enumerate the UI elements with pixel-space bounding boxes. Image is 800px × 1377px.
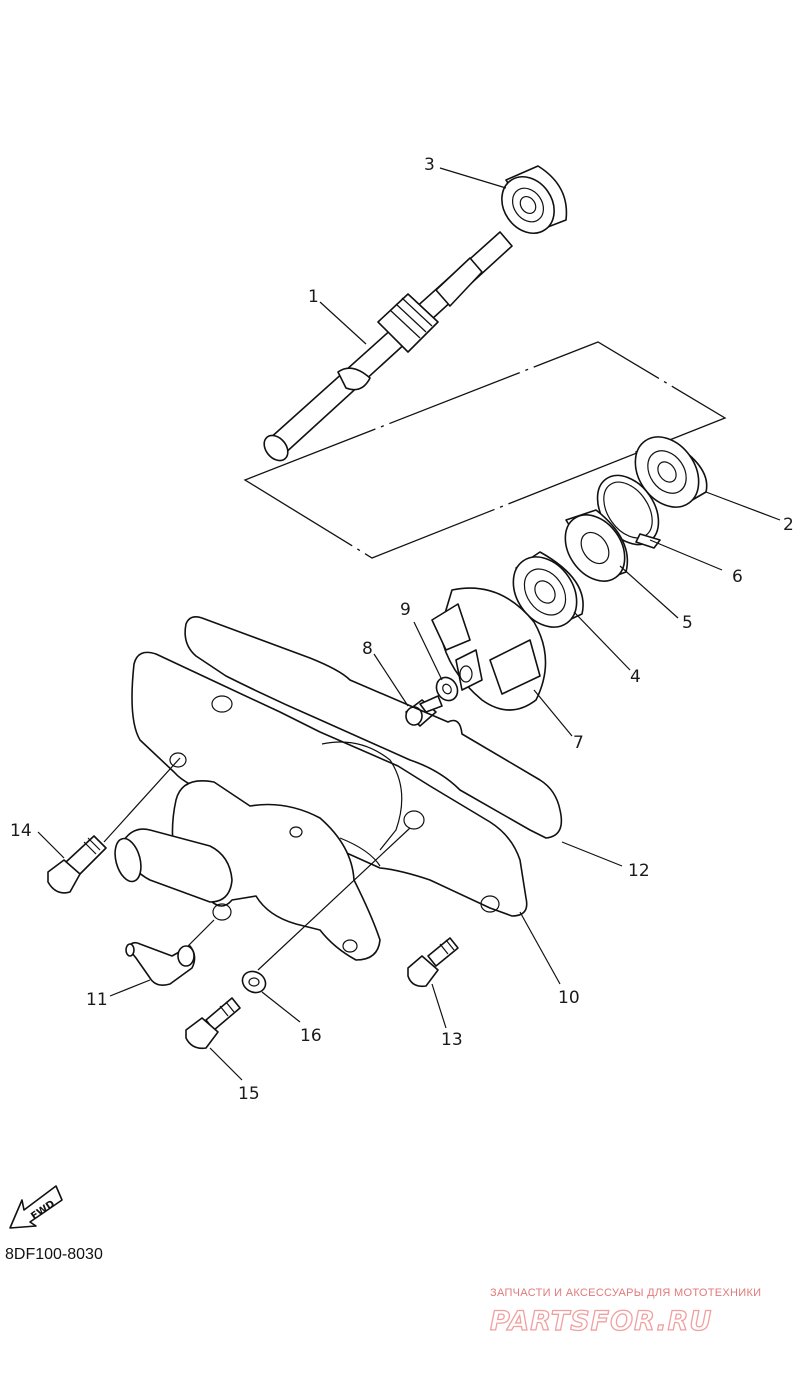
part-label-3: 3 bbox=[424, 155, 435, 175]
part-label-16: 16 bbox=[300, 1026, 322, 1046]
bolt-part-13 bbox=[407, 937, 459, 988]
shaft-part-1 bbox=[263, 231, 513, 462]
watermark-site: PARTSFOR.RU bbox=[490, 1306, 712, 1337]
part-label-10: 10 bbox=[558, 988, 580, 1008]
part-label-9: 9 bbox=[400, 600, 411, 620]
impeller-part-7 bbox=[431, 587, 547, 711]
subassembly-frame bbox=[243, 341, 727, 559]
oil-seal-part-5 bbox=[564, 509, 629, 582]
part-label-8: 8 bbox=[362, 639, 373, 659]
leader-lines bbox=[37, 167, 781, 1081]
part-label-1: 1 bbox=[308, 287, 319, 307]
part-label-13: 13 bbox=[441, 1030, 463, 1050]
part-label-7: 7 bbox=[573, 733, 584, 753]
part-label-6: 6 bbox=[732, 567, 743, 587]
part-label-12: 12 bbox=[628, 861, 650, 881]
watermark: ЗАПЧАСТИ И АКСЕССУАРЫ ДЛЯ МОТОТЕХНИКИ PA… bbox=[489, 1287, 761, 1338]
nipple-part-11 bbox=[125, 941, 196, 986]
fwd-arrow-icon: FWD bbox=[9, 1185, 63, 1229]
bolt-part-14 bbox=[47, 835, 107, 894]
washer-part-16 bbox=[241, 970, 267, 994]
part-label-5: 5 bbox=[682, 613, 693, 633]
part-label-2: 2 bbox=[783, 515, 794, 535]
watermark-tagline: ЗАПЧАСТИ И АКСЕССУАРЫ ДЛЯ МОТОТЕХНИКИ bbox=[490, 1287, 761, 1299]
drawing-code: 8DF100-8030 bbox=[5, 1246, 103, 1263]
part-label-11: 11 bbox=[86, 990, 108, 1010]
pump-housing bbox=[114, 780, 381, 961]
gasket-part-12 bbox=[184, 616, 563, 839]
mechanical-seal-part-4 bbox=[512, 551, 584, 628]
part-label-14: 14 bbox=[10, 821, 32, 841]
pump-cover-part-10 bbox=[131, 651, 528, 917]
bolt-part-15 bbox=[185, 997, 241, 1050]
part-label-4: 4 bbox=[630, 667, 641, 687]
bearing-part-3 bbox=[501, 165, 568, 234]
part-label-15: 15 bbox=[238, 1084, 260, 1104]
